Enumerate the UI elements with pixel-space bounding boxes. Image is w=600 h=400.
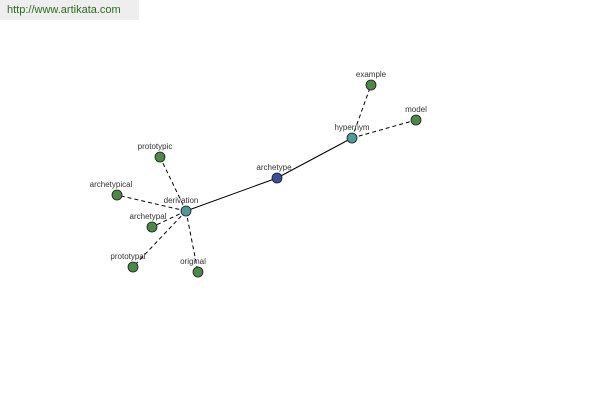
node-marker-model[interactable] xyxy=(410,114,422,126)
edge-derivation-archetypal xyxy=(151,210,187,228)
node-archetype[interactable]: archetype xyxy=(256,163,292,184)
node-marker-hypernym[interactable] xyxy=(346,132,358,144)
node-prototypic[interactable]: prototypic xyxy=(138,142,173,163)
node-label-prototypic: prototypic xyxy=(138,142,173,151)
node-label-derivation: derivation xyxy=(164,196,199,205)
node-marker-example[interactable] xyxy=(365,79,377,91)
node-label-original: original xyxy=(180,257,206,266)
node-label-hypernym: hypernym xyxy=(334,123,369,132)
node-label-example: example xyxy=(356,70,387,79)
node-label-prototypal: prototypal xyxy=(110,252,145,261)
node-label-archetypal: archetypal xyxy=(130,212,167,221)
edge-derivation-archetypical xyxy=(116,194,187,212)
node-marker-archetypical[interactable] xyxy=(111,189,123,201)
node-hypernym[interactable]: hypernym xyxy=(334,123,370,144)
edge-derivation-prototypic xyxy=(159,156,187,212)
edge-archetype-derivation xyxy=(185,177,278,212)
node-marker-original[interactable] xyxy=(192,266,204,278)
node-model[interactable]: model xyxy=(405,105,427,126)
graph-edges xyxy=(116,84,417,273)
node-label-archetypical: archetypical xyxy=(90,180,133,189)
node-marker-prototypal[interactable] xyxy=(127,261,139,273)
graph-nodes: archetype hypernym derivation example model p… xyxy=(90,70,427,278)
node-marker-archetype[interactable] xyxy=(271,172,283,184)
node-original[interactable]: original xyxy=(180,257,206,278)
node-example[interactable]: example xyxy=(356,70,387,91)
node-marker-derivation[interactable] xyxy=(180,205,192,217)
node-derivation[interactable]: derivation xyxy=(164,196,199,217)
url-watermark: http://www.artikata.com xyxy=(0,0,139,20)
node-archetypical[interactable]: archetypical xyxy=(90,180,133,201)
edge-derivation-prototypal xyxy=(132,210,187,268)
node-label-model: model xyxy=(405,105,427,114)
edge-hypernym-example xyxy=(351,84,372,139)
node-label-archetype: archetype xyxy=(256,163,292,172)
node-archetypal[interactable]: archetypal xyxy=(130,212,167,233)
url-watermark-text[interactable]: http://www.artikata.com xyxy=(7,4,121,16)
node-marker-archetypal[interactable] xyxy=(146,221,158,233)
edge-derivation-original xyxy=(185,210,199,273)
edge-archetype-hypernym xyxy=(276,137,353,179)
node-prototypal[interactable]: prototypal xyxy=(110,252,146,273)
node-marker-prototypic[interactable] xyxy=(154,151,166,163)
